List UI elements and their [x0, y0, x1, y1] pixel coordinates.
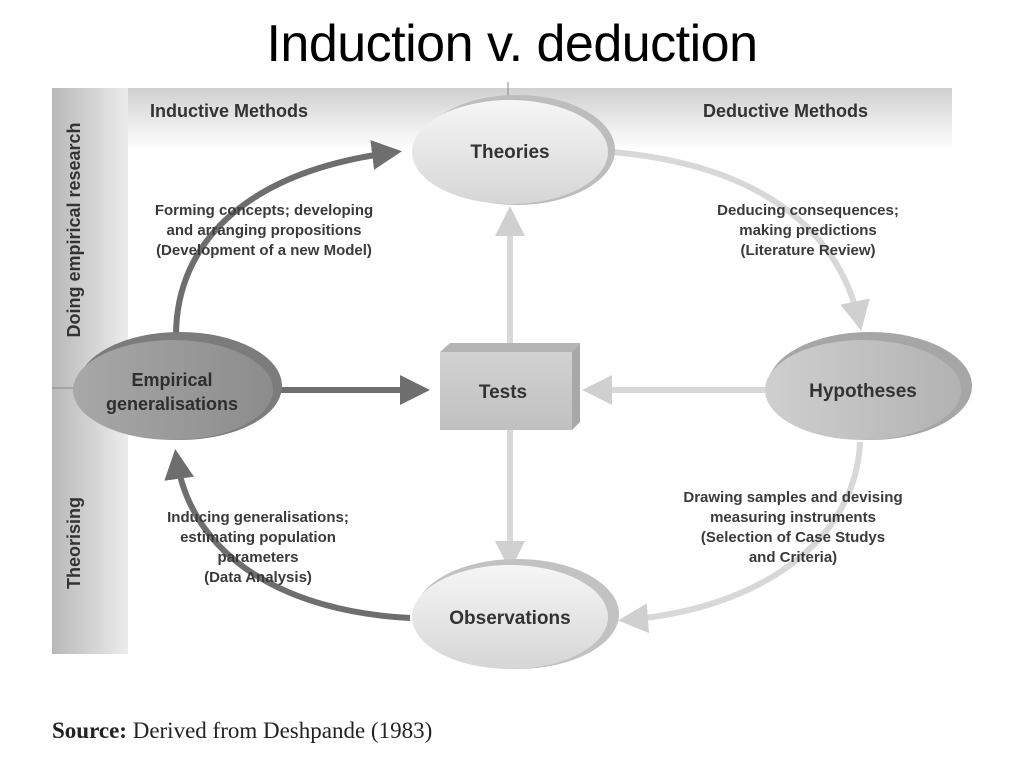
- source-citation: Source: Derived from Deshpande (1983): [52, 718, 432, 744]
- annotation-text: Forming concepts; developing: [155, 202, 373, 219]
- slide-title: Induction v. deduction: [266, 15, 758, 73]
- annotation-text: (Development of a new Model): [156, 242, 372, 259]
- vertical-label-empirical: Doing empirical research: [64, 122, 84, 337]
- annotation-text: estimating population: [180, 529, 336, 546]
- node-observations: Observations: [412, 559, 619, 669]
- annotation-text: (Data Analysis): [204, 569, 312, 586]
- node-empirical-label-line2: generalisations: [106, 394, 238, 414]
- annotation-text: parameters: [218, 549, 299, 566]
- annotation-text: Drawing samples and devising: [683, 489, 902, 506]
- annotation-text: measuring instruments: [710, 509, 876, 526]
- node-hypotheses: Hypotheses: [765, 332, 972, 440]
- node-empirical-generalisations: Empirical generalisations: [73, 332, 282, 440]
- annotation-text: Inducing generalisations;: [167, 509, 349, 526]
- vertical-label-theorising: Theorising: [64, 497, 84, 589]
- node-theories-label: Theories: [470, 142, 549, 163]
- inductive-methods-label: Inductive Methods: [150, 101, 308, 121]
- arrow-empirical-to-theories: [173, 140, 402, 337]
- deductive-methods-label: Deductive Methods: [703, 101, 868, 121]
- node-tests-label: Tests: [479, 382, 527, 403]
- node-observations-label: Observations: [449, 608, 570, 629]
- node-tests: Tests: [440, 343, 580, 430]
- annotation-bottom-left: Inducing generalisations; estimating pop…: [167, 509, 349, 586]
- arrow-theories-to-hypotheses: [611, 149, 870, 331]
- annotation-text: making predictions: [739, 222, 877, 239]
- annotation-text: (Selection of Case Studys: [701, 529, 885, 546]
- annotation-top-right: Deducing consequences; making prediction…: [717, 202, 899, 259]
- arrow-hypotheses-to-observations: [618, 441, 863, 634]
- annotation-text: and Criteria): [749, 549, 837, 566]
- node-hypotheses-label: Hypotheses: [809, 381, 917, 402]
- annotation-top-left: Forming concepts; developing and arrangi…: [155, 202, 373, 259]
- source-label: Source:: [52, 718, 127, 743]
- node-theories: Theories: [412, 95, 615, 205]
- source-text: Derived from Deshpande (1983): [132, 718, 433, 743]
- annotation-text: Deducing consequences;: [717, 202, 899, 219]
- annotation-text: and arranging propositions: [166, 222, 361, 239]
- annotation-bottom-right: Drawing samples and devising measuring i…: [683, 489, 902, 566]
- annotation-text: (Literature Review): [740, 242, 875, 259]
- node-empirical-label-line1: Empirical: [131, 370, 212, 390]
- arrow-observations-to-empirical: [164, 449, 411, 621]
